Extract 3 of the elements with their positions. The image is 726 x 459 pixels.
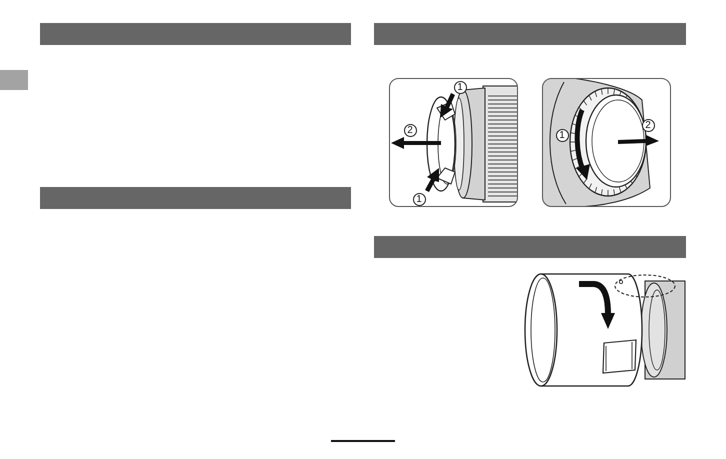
callout-number: 1 [454,80,466,94]
callout-number: 1 [412,192,426,206]
callout-number: 2 [404,124,416,136]
